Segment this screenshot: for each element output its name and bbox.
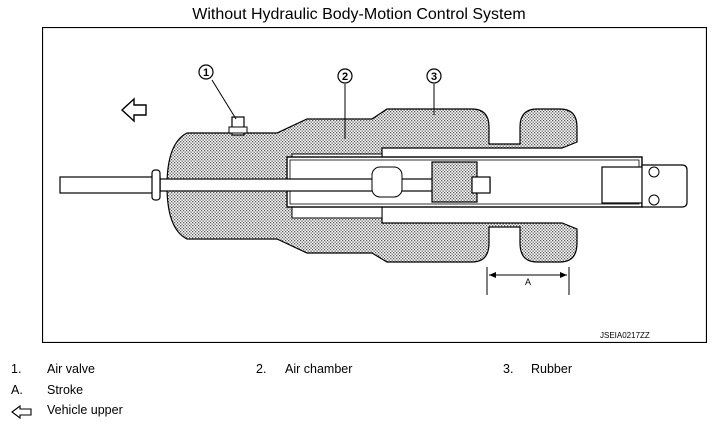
stroke-dimension: A — [486, 267, 570, 295]
svg-text:A: A — [525, 277, 531, 287]
vehicle-upper-arrow-icon — [120, 97, 147, 123]
diagram-title: Without Hydraulic Body-Motion Control Sy… — [192, 6, 526, 23]
svg-text:2: 2 — [342, 71, 348, 83]
callout-3: 3 — [426, 68, 442, 84]
shock-absorber-diagram: 1 2 3 A — [42, 27, 707, 343]
piston — [431, 161, 478, 203]
arrow-left-icon — [11, 405, 32, 419]
callout-1: 1 — [198, 64, 214, 80]
svg-text:1: 1 — [203, 67, 209, 79]
figure-id: JSEIA0217ZZ — [600, 331, 650, 340]
svg-text:3: 3 — [431, 71, 437, 83]
callout-2: 2 — [337, 68, 353, 84]
